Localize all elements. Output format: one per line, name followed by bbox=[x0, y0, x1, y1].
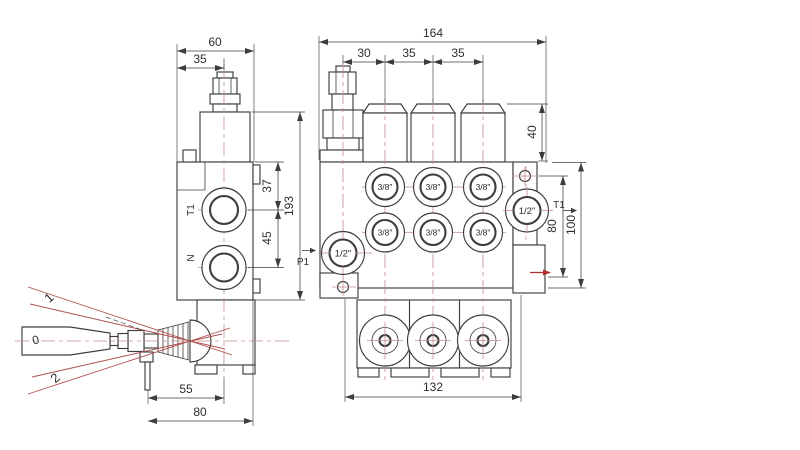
spool-end-circles bbox=[358, 314, 510, 367]
inlet-flow-label: P1 bbox=[297, 247, 316, 268]
port-38-label: 3/8" bbox=[476, 182, 491, 192]
port-38-label: 3/8" bbox=[378, 182, 393, 192]
dim-left-55: 55 bbox=[147, 378, 225, 404]
dim-37-text: 37 bbox=[260, 179, 274, 193]
dim-35b-text: 35 bbox=[451, 46, 465, 60]
dim-132-text: 132 bbox=[423, 380, 443, 394]
dim-55-text: 55 bbox=[179, 382, 193, 396]
dim-right-width-164: 164 bbox=[318, 26, 547, 163]
dim-right-132: 132 bbox=[344, 295, 522, 402]
work-ports-top: 3/8" 3/8" 3/8" bbox=[364, 166, 504, 208]
outlet-flow-arrow bbox=[530, 269, 551, 276]
dim-right-40: 40 bbox=[507, 103, 548, 162]
mounting-hole-top-right bbox=[512, 167, 539, 185]
drain-stem bbox=[144, 361, 151, 391]
outlet-block-lower bbox=[512, 244, 546, 294]
port-38-label: 3/8" bbox=[426, 182, 441, 192]
dim-right-100: 100 bbox=[548, 162, 586, 289]
dim-right-35a: 35 bbox=[385, 46, 434, 103]
t1-label: T1 bbox=[553, 200, 565, 211]
port-12-label: 1/2" bbox=[335, 249, 352, 260]
lever-position-0-label: 0 bbox=[31, 332, 41, 347]
port-38-label: 3/8" bbox=[476, 228, 491, 238]
inlet-port-p1: 1/2" bbox=[320, 230, 366, 276]
tank-flow-label: T1 bbox=[553, 200, 577, 214]
tie-rod-boss-lower bbox=[252, 278, 261, 294]
inlet-arrow-icon bbox=[310, 247, 316, 254]
dim-164-text: 164 bbox=[423, 26, 443, 40]
dim-60-text: 60 bbox=[208, 35, 222, 49]
relief-valve-side bbox=[199, 71, 251, 163]
port-t1-label: T1 bbox=[186, 204, 197, 216]
red-flow-arrow-icon bbox=[543, 269, 551, 276]
dim-40-text: 40 bbox=[525, 125, 539, 139]
dim-30-text: 30 bbox=[357, 46, 371, 60]
port-t1-side: T1 bbox=[186, 187, 247, 233]
work-ports-bottom: 3/8" 3/8" 3/8" bbox=[364, 212, 504, 253]
dim-80-text: 80 bbox=[545, 219, 559, 233]
port-12-label: 1/2" bbox=[519, 206, 536, 217]
dim-35a-text: 35 bbox=[402, 46, 416, 60]
dim-left-45: 45 bbox=[248, 210, 284, 268]
port-n-side: N bbox=[186, 244, 247, 291]
spool-caps bbox=[361, 103, 507, 163]
dim-left-width-60: 60 bbox=[176, 35, 255, 162]
dim-left-193: 193 bbox=[252, 111, 305, 301]
dim-100-text: 100 bbox=[564, 215, 578, 235]
port-38-label: 3/8" bbox=[426, 228, 441, 238]
tank-port-t1: 1/2" bbox=[504, 188, 550, 233]
right-view: 3/8" 3/8" 3/8" 3/8" 3/8" 3/8" 1/2" 1/2" bbox=[297, 26, 586, 402]
port-38-label: 3/8" bbox=[378, 228, 393, 238]
left-view: T1 N 1 0 2 60 35 bbox=[15, 35, 305, 426]
port-n-label: N bbox=[186, 254, 197, 261]
tie-rod-tab-top bbox=[182, 149, 197, 163]
dim-right-80: 80 bbox=[539, 175, 568, 278]
dim-right-35b: 35 bbox=[433, 46, 484, 103]
lever-position-1-label: 1 bbox=[41, 290, 56, 306]
dim-193-text: 193 bbox=[282, 196, 296, 216]
dim-80-depth-text: 80 bbox=[193, 405, 207, 419]
dim-left-80: 80 bbox=[148, 300, 254, 426]
dim-35-text: 35 bbox=[193, 52, 207, 66]
dim-left-relief-35: 35 bbox=[177, 52, 225, 71]
lever-grip bbox=[21, 326, 111, 356]
tie-rod-boss-upper bbox=[252, 164, 261, 185]
dim-45-text: 45 bbox=[260, 231, 274, 245]
mounting-hole-bottom-left bbox=[332, 278, 356, 296]
p1-label: P1 bbox=[297, 257, 310, 268]
tank-arrow-icon bbox=[571, 207, 577, 214]
